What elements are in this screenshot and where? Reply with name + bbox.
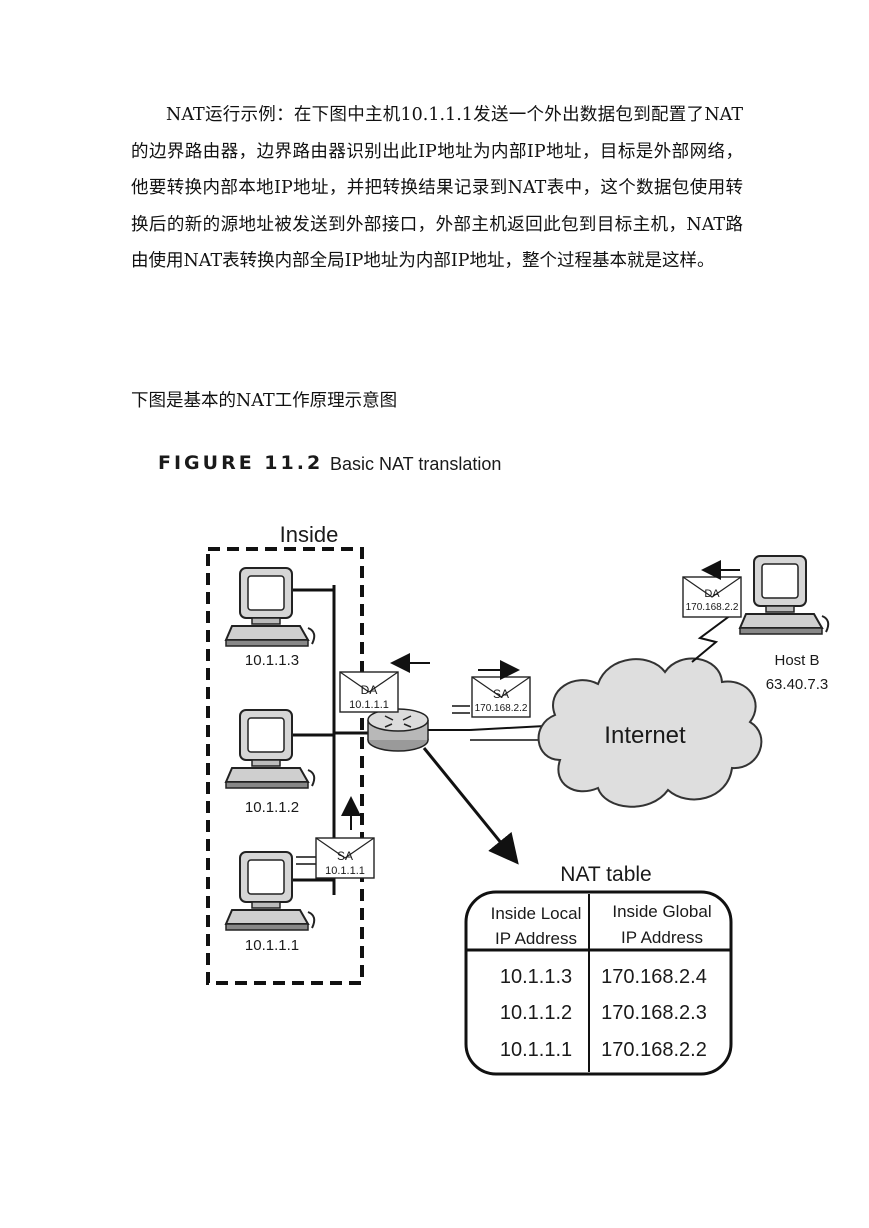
host-ip-label: 10.1.1.3 [245,652,299,669]
host-ip-label: 10.1.1.2 [245,799,299,816]
figure-label: FIGURE 11.2 [158,452,324,474]
router-icon [367,708,429,752]
nat-lookup-arrow [422,747,519,865]
host-pc-icon [225,567,316,647]
internet-label: Internet [604,722,686,749]
host-b-ip: 63.40.7.3 [766,676,829,693]
nat-table-row: 10.1.1.1 170.168.2.2 [500,1039,707,1061]
nat-header-local-sub: IP Address [495,929,577,948]
host-b-name: Host B [774,652,819,669]
nat-local-ip: 10.1.1.1 [500,1039,572,1061]
nat-table [464,890,733,1076]
envelope-tag: DA [704,588,720,600]
envelope-tag: SA [337,849,353,863]
nat-global-ip: 170.168.2.3 [601,1002,707,1024]
nat-header-global: Inside Global [612,902,711,921]
figure-title: Basic NAT translation [330,454,502,474]
envelope-ip: 170.168.2.2 [686,602,739,613]
inside-label: Inside [280,522,339,547]
inside-boundary [206,547,364,985]
host-ip-label: 10.1.1.1 [245,937,299,954]
host-pc-icon [225,709,316,789]
nat-header-local: Inside Local [491,904,582,923]
envelope-ip: 10.1.1.1 [349,699,389,711]
nat-table-row: 10.1.1.3 170.168.2.4 [500,966,707,988]
envelope-tag: DA [361,683,378,697]
internet-cloud-icon [537,657,763,808]
envelope-ip: 170.168.2.2 [475,703,528,714]
envelope-ip: 10.1.1.1 [325,865,365,877]
envelope-tag: SA [493,687,509,701]
nat-local-ip: 10.1.1.3 [500,966,572,988]
figure-intro-caption: 下图是基本的NAT工作原理示意图 [131,391,398,411]
nat-local-ip: 10.1.1.2 [500,1002,572,1024]
nat-global-ip: 170.168.2.4 [601,966,707,988]
intro-paragraph: NAT运行示例：在下图中主机10.1.1.1发送一个外出数据包到配置了NAT的边… [131,105,743,271]
host-b-pc-icon [739,555,830,635]
nat-table-title: NAT table [560,863,651,886]
nat-table-row: 10.1.1.2 170.168.2.3 [500,1002,707,1024]
nat-header-global-sub: IP Address [621,928,703,947]
nat-global-ip: 170.168.2.2 [601,1039,707,1061]
